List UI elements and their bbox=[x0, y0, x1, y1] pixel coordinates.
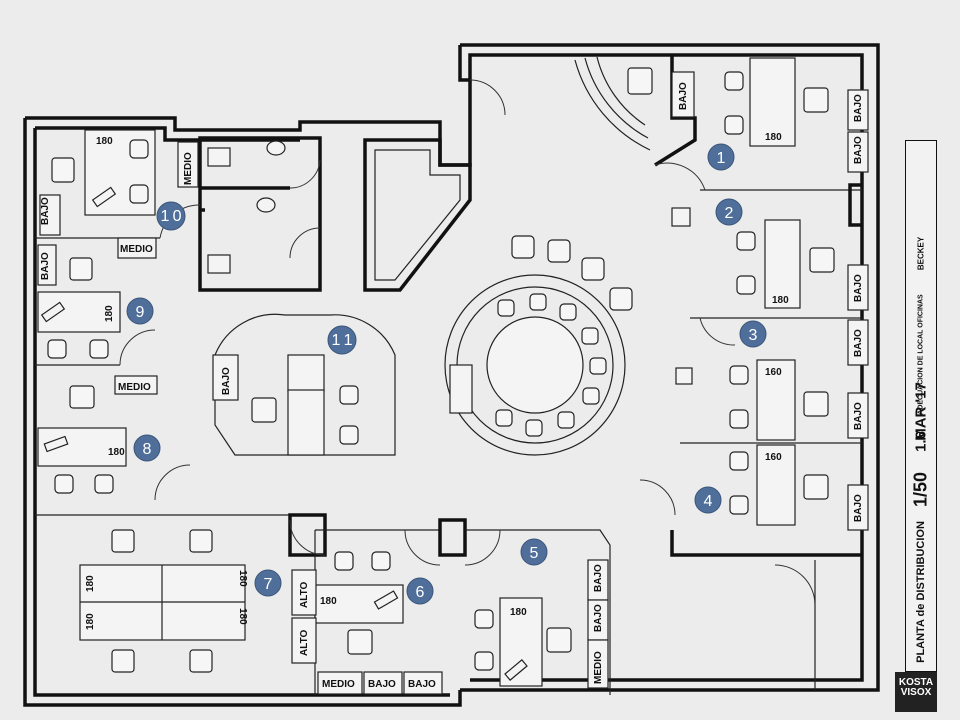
room-marker-8: 8 bbox=[133, 434, 161, 462]
svg-text:1 1: 1 1 bbox=[332, 332, 353, 349]
label-bajo: BAJO bbox=[408, 679, 436, 690]
room-marker-5: 5 bbox=[520, 538, 548, 566]
svg-text:8: 8 bbox=[143, 441, 152, 458]
svg-text:9: 9 bbox=[136, 304, 145, 321]
label-bajo: BAJO bbox=[593, 604, 604, 632]
outer-walls bbox=[23, 43, 880, 707]
desk-size: 180 bbox=[765, 132, 782, 143]
label-bajo: BAJO bbox=[40, 252, 51, 280]
reception-desk bbox=[469, 56, 651, 151]
label-alto: ALTO bbox=[299, 629, 310, 656]
room-marker-2: 2 bbox=[715, 198, 743, 226]
room-marker-4: 4 bbox=[694, 486, 722, 514]
svg-text:4: 4 bbox=[704, 493, 713, 510]
meeting-pod-11 bbox=[212, 313, 396, 456]
label-bajo: BAJO bbox=[853, 94, 864, 122]
studio-logo: KOSTA VISOX bbox=[895, 672, 937, 712]
label-bajo: BAJO bbox=[593, 564, 604, 592]
right-offices bbox=[627, 55, 869, 557]
desk-size: 180 bbox=[85, 575, 96, 592]
desk-size: 180 bbox=[85, 613, 96, 630]
label-bajo: BAJO bbox=[853, 136, 864, 164]
project-name: ADECUACION DE LOCAL OFICINAS bbox=[917, 294, 925, 415]
corridor-walls bbox=[363, 138, 472, 292]
svg-text:3: 3 bbox=[749, 327, 758, 344]
label-alto: ALTO bbox=[299, 581, 310, 608]
round-table bbox=[444, 235, 633, 456]
room-marker-9: 9 bbox=[126, 297, 154, 325]
bottom-offices bbox=[288, 513, 816, 695]
label-bajo: BAJO bbox=[853, 329, 864, 357]
svg-text:1 0: 1 0 bbox=[161, 208, 182, 225]
svg-text:5: 5 bbox=[530, 545, 539, 562]
room-marker-7: 7 bbox=[254, 569, 282, 597]
desk-size: 180 bbox=[104, 305, 115, 322]
label-bajo: BAJO bbox=[853, 402, 864, 430]
label-bajo: BAJO bbox=[853, 274, 864, 302]
room-markers: 1 2 3 4 5 6 7 8 9 1 0 1 1 bbox=[126, 143, 767, 605]
room-marker-11: 1 1 bbox=[327, 325, 357, 355]
logo-line-2: VISOX bbox=[900, 687, 932, 698]
room-marker-3: 3 bbox=[739, 320, 767, 348]
label-bajo: BAJO bbox=[40, 197, 51, 225]
desk-size: 160 bbox=[765, 452, 782, 463]
desk-size: 180 bbox=[237, 608, 248, 625]
svg-text:7: 7 bbox=[264, 576, 273, 593]
room-marker-6: 6 bbox=[406, 577, 434, 605]
desk-size: 160 bbox=[765, 367, 782, 378]
left-offices bbox=[35, 129, 290, 673]
client-name: BECKEY bbox=[916, 236, 926, 271]
room-marker-1: 1 bbox=[707, 143, 735, 171]
desk-size: 180 bbox=[108, 447, 125, 458]
plan-title: PLANTA de DISTRIBUCION bbox=[915, 521, 927, 663]
label-medio: MEDIO bbox=[118, 382, 151, 393]
label-medio: MEDIO bbox=[183, 152, 194, 185]
svg-text:1: 1 bbox=[717, 150, 726, 167]
desk-size-labels: 180 180 180 180 180 180 180 180 180 160 … bbox=[85, 132, 789, 630]
desk-size: 180 bbox=[772, 295, 789, 306]
scale: 1/50 bbox=[910, 471, 931, 508]
label-medio: MEDIO bbox=[120, 244, 153, 255]
label-bajo: BAJO bbox=[678, 82, 689, 110]
svg-text:6: 6 bbox=[416, 584, 425, 601]
title-block: PLANTA de DISTRIBUCION 1/50 1.6 MAR '17 … bbox=[905, 140, 937, 672]
label-bajo: BAJO bbox=[368, 679, 396, 690]
desk-size: 180 bbox=[96, 136, 113, 147]
svg-text:2: 2 bbox=[725, 205, 734, 222]
label-bajo: BAJO bbox=[221, 367, 232, 395]
label-bajo: BAJO bbox=[853, 494, 864, 522]
desk-size: 180 bbox=[237, 570, 248, 587]
desk-size: 180 bbox=[510, 607, 527, 618]
room-marker-10: 1 0 bbox=[156, 201, 186, 231]
furniture-labels: BAJO MEDIO BAJO MEDIO MEDIO BAJO BAJO BA… bbox=[40, 82, 864, 690]
label-medio: MEDIO bbox=[593, 651, 604, 684]
restrooms bbox=[198, 136, 322, 292]
label-medio: MEDIO bbox=[322, 679, 355, 690]
desk-size: 180 bbox=[320, 596, 337, 607]
logo-line-1: KOSTA bbox=[898, 677, 934, 688]
